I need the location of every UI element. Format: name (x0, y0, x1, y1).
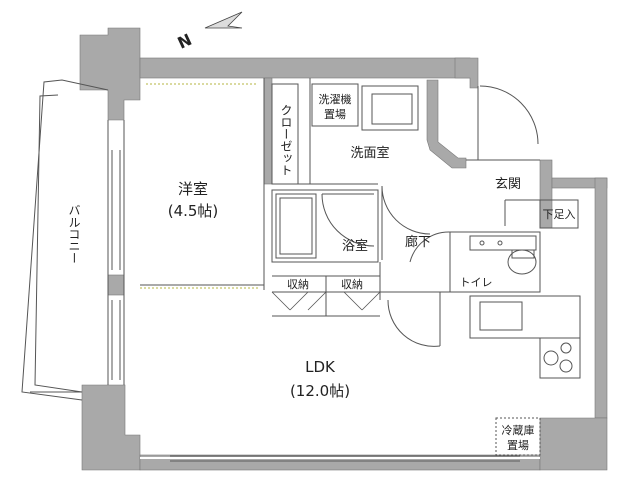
north-label: N (175, 30, 195, 53)
washer-space-label-1: 洗濯機 (319, 92, 352, 106)
western-room-area: (4.5帖) (168, 202, 219, 220)
hallway-label: 廊下 (405, 234, 431, 250)
ldk-name: LDK (305, 358, 336, 376)
shoe-storage-label: 下足入 (543, 208, 576, 221)
north-arrow-icon (204, 11, 243, 29)
western-room-name: 洋室 (178, 180, 208, 198)
ldk-area: (12.0帖) (290, 382, 350, 400)
storage-left-label: 収納 (287, 278, 309, 291)
toilet-label: トイレ (460, 276, 493, 289)
washer-space-label-2: 置場 (324, 108, 346, 121)
washroom-label: 洗面室 (350, 145, 389, 161)
fridge-space-label-2: 置場 (507, 439, 529, 452)
balcony-label: バルコニー (67, 204, 81, 264)
closet-label: クローゼット (279, 104, 293, 176)
interior-lines (21, 78, 581, 462)
storage-right-label: 収納 (341, 278, 363, 291)
compass: N (175, 11, 243, 53)
entrance-label: 玄関 (495, 177, 521, 192)
fridge-space-label-1: 冷蔵庫 (502, 423, 535, 437)
bathroom-label: 浴室 (342, 238, 368, 254)
